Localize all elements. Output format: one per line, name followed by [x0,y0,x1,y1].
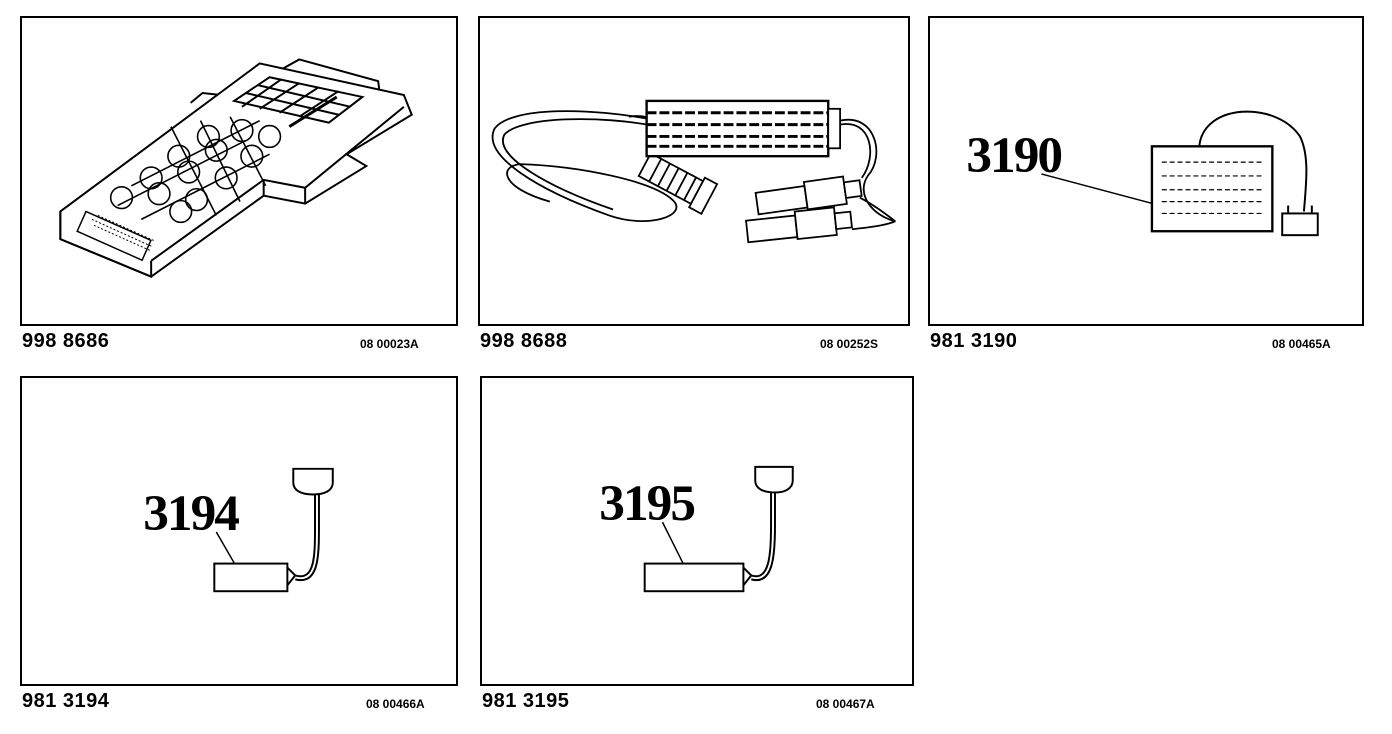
callout-number: 3195 [599,475,694,532]
figure-panel-981-3195: 3195 [480,376,914,686]
figure-code-label: 08 00467A [816,697,875,711]
callout-number: 3190 [966,127,1061,184]
figure-code-label: 08 00023A [360,337,419,351]
figure-panel-981-3194: 3194 [20,376,458,686]
cable-adapter-illustration [491,99,896,244]
part-number-label: 981 3195 [482,690,570,712]
adapter-3195-illustration: 3195 [599,465,794,593]
callout-number: 3194 [143,485,239,542]
handheld-tester-illustration [59,58,413,279]
figure-panel-998-8688 [478,16,910,326]
figure-code-label: 08 00465A [1272,337,1331,351]
figure-panel-981-3190: 3190 [928,16,1364,326]
figure-panel-998-8686 [20,16,458,326]
part-number-label: 981 3190 [930,330,1018,352]
connector-block-illustration: 3190 [966,110,1319,237]
figure-code-label: 08 00466A [366,697,425,711]
figure-code-label: 08 00252S [820,337,879,351]
part-number-label: 998 8688 [480,330,568,352]
part-number-label: 981 3194 [22,690,110,712]
part-number-label: 998 8686 [22,330,110,352]
adapter-3194-illustration: 3194 [143,467,334,593]
